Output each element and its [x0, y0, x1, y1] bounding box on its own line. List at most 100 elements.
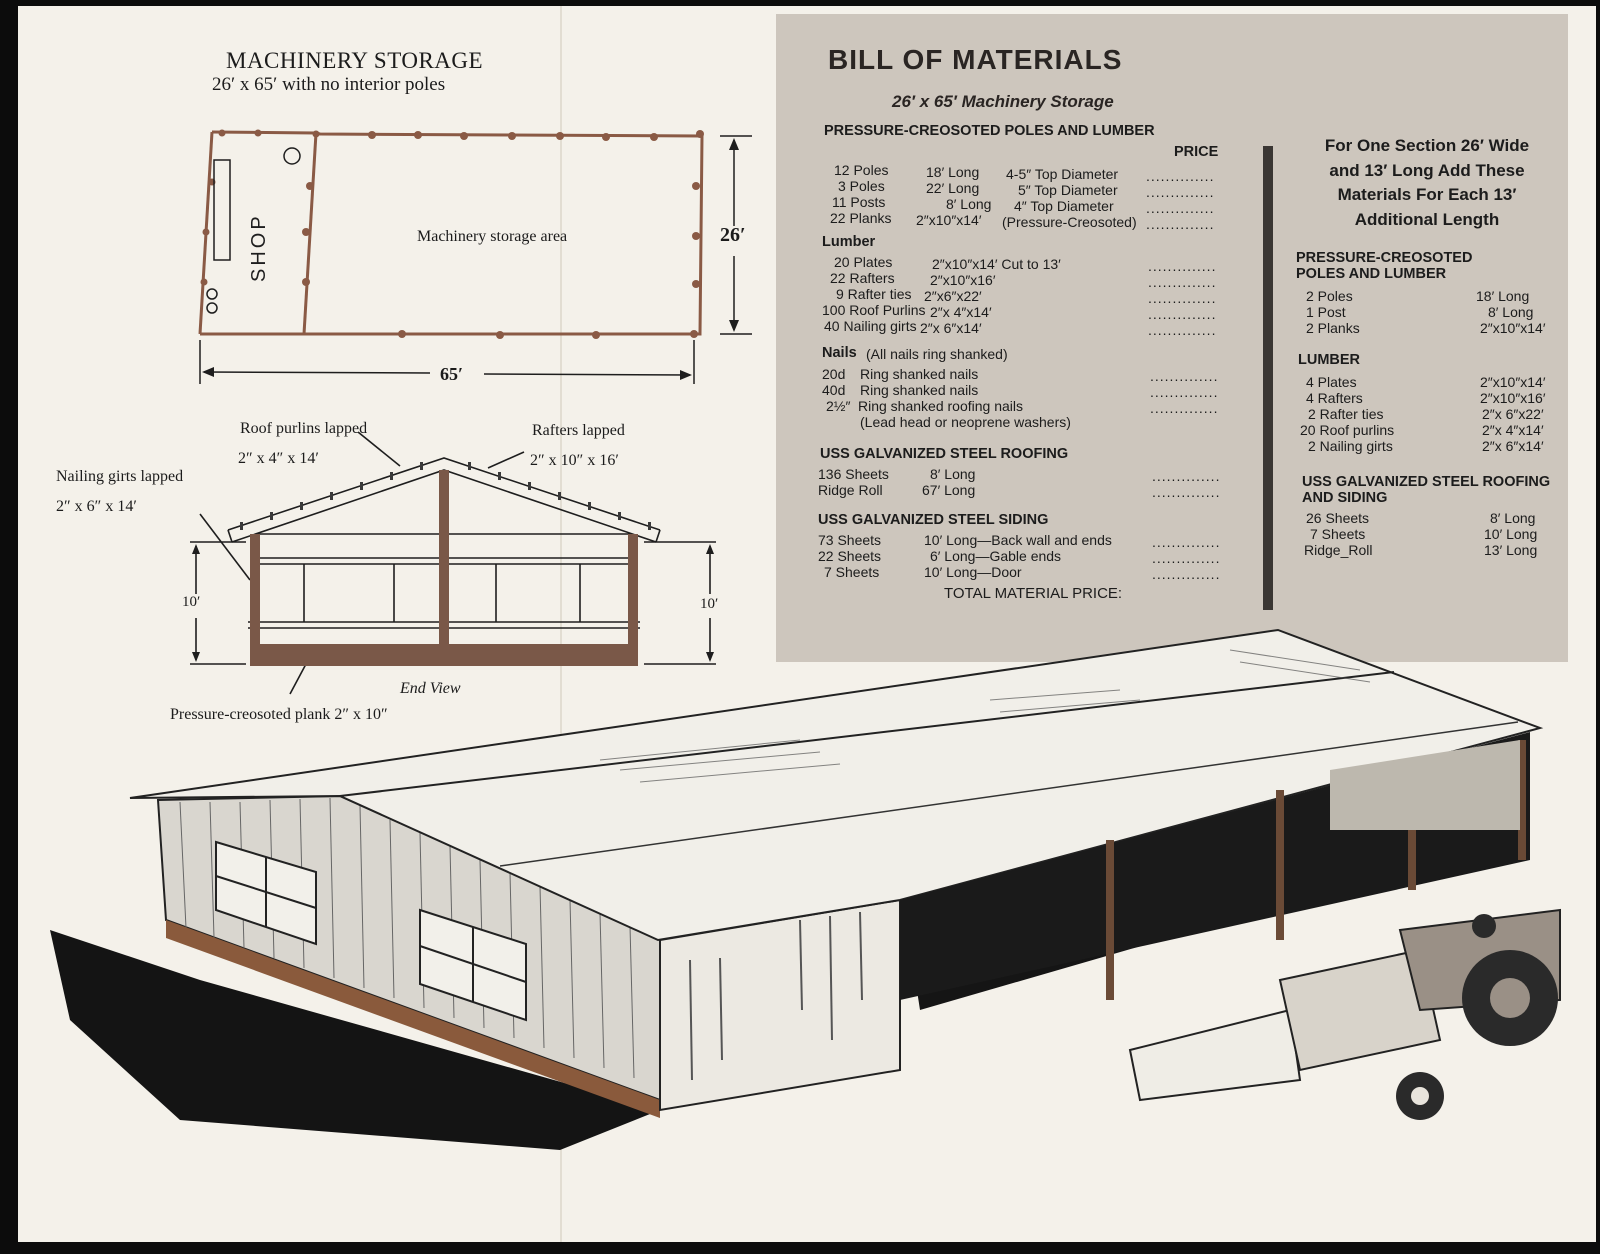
addon-size: 10′ Long	[1484, 526, 1538, 542]
size-cell: 2″x 4″x14′	[930, 304, 992, 320]
price-blank: ..............	[1146, 184, 1215, 200]
addon-size: 13′ Long	[1484, 542, 1538, 558]
total-price-label: TOTAL MATERIAL PRICE:	[944, 585, 1123, 602]
qty-cell: 40 Nailing girts	[824, 318, 917, 334]
addon-heading-line: For One Section 26′ Wide	[1324, 136, 1530, 155]
length-dimension: 65′	[440, 364, 464, 384]
size-cell: 2″x 6″x14′	[920, 320, 982, 336]
price-blank: ..............	[1146, 168, 1215, 184]
addon-qty: 26 Sheets	[1306, 510, 1370, 526]
price-blank: ..............	[1148, 322, 1217, 338]
rafters-size: 2″ x 10″ x 16′	[530, 452, 619, 469]
desc-cell: 5″ Top Diameter	[1018, 182, 1118, 198]
machinery-area-label: Machinery storage area	[417, 228, 568, 245]
qty-cell: 20d	[822, 366, 846, 382]
addon-qty: 4 Rafters	[1306, 390, 1363, 406]
qty-cell: 73 Sheets	[818, 532, 882, 548]
price-blank: ..............	[1150, 384, 1219, 400]
section-note: (All nails ring shanked)	[866, 346, 1008, 362]
size-cell: 8′ Long	[930, 466, 976, 482]
addon-section-heading: LUMBER	[1298, 352, 1361, 368]
price-blank: ..............	[1152, 534, 1221, 550]
price-header: PRICE	[1174, 144, 1219, 160]
addon-size: 2″x 6″x14′	[1482, 438, 1544, 454]
addon-heading-line: Additional Length	[1354, 209, 1500, 229]
plan-title: MACHINERY STORAGE	[226, 48, 484, 73]
addon-size: 18′ Long	[1476, 288, 1530, 304]
nailing-girts-size: 2″ x 6″ x 14′	[56, 498, 137, 515]
qty-cell: 22 Planks	[830, 210, 892, 226]
nailing-girts-label: Nailing girts lapped	[56, 468, 184, 485]
size-cell: 10′ Long—Door	[924, 564, 1022, 580]
desc-cell: 4″ Top Diameter	[1014, 198, 1114, 214]
qty-cell: 136 Sheets	[818, 466, 889, 482]
addon-qty: 20 Roof purlins	[1300, 422, 1395, 438]
size-cell: 67′ Long	[922, 482, 976, 498]
qty-cell: 11 Posts	[832, 194, 886, 210]
qty-cell: 100 Roof Purlins	[822, 302, 926, 318]
addon-section-heading: USS GALVANIZED STEEL ROOFING AND SIDING	[1302, 474, 1551, 506]
addon-section-heading: PRESSURE-CREOSOTED POLES AND LUMBER	[1296, 250, 1473, 282]
qty-cell: 22 Sheets	[818, 548, 882, 564]
size-cell: Ring shanked nails	[860, 366, 979, 382]
size-cell: 2″x6″x22′	[924, 288, 982, 304]
size-cell: 2″x10″x14′ Cut to 13′	[932, 256, 1061, 272]
size-cell: (Lead head or neoprene washers)	[860, 414, 1071, 430]
addon-size: 2″x10″x14′	[1480, 374, 1546, 390]
price-blank: ..............	[1152, 484, 1221, 500]
qty-cell: Ridge Roll	[818, 482, 883, 498]
size-cell: Ring shanked nails	[860, 382, 979, 398]
price-blank: ..............	[1150, 400, 1219, 416]
addon-qty: 2 Planks	[1306, 320, 1360, 336]
section-heading: Nails	[822, 345, 857, 361]
bom-subtitle: 26′ x 65′ Machinery Storage	[892, 92, 1114, 111]
size-cell: 10′ Long—Back wall and ends	[924, 532, 1112, 548]
qty-cell: 20 Plates	[834, 254, 893, 270]
qty-cell: 2½″	[826, 398, 851, 414]
size-cell: 22′ Long	[926, 180, 980, 196]
qty-cell: 3 Poles	[838, 178, 885, 194]
roof-purlins-size: 2″ x 4″ x 14′	[238, 450, 319, 467]
qty-cell: 40d	[822, 382, 846, 398]
desc-cell: (Pressure-Creosoted)	[1002, 214, 1137, 230]
column-divider	[1263, 146, 1273, 610]
price-blank: ..............	[1152, 550, 1221, 566]
qty-cell: 12 Poles	[834, 162, 889, 178]
size-cell: 18′ Long	[926, 164, 980, 180]
addon-size: 2″x 6″x22′	[1482, 406, 1544, 422]
size-cell: 2″x10″x16′	[930, 272, 996, 288]
plan-subtitle: 26′ x 65′ with no interior poles	[212, 74, 446, 95]
addon-qty: 7 Sheets	[1310, 526, 1366, 542]
addon-heading: For One Section 26′ Wide and 13′ Long Ad…	[1286, 134, 1568, 232]
qty-cell: 7 Sheets	[824, 564, 880, 580]
size-cell: 8′ Long	[946, 196, 992, 212]
addon-qty: 2 Poles	[1306, 288, 1353, 304]
qty-cell: 22 Rafters	[830, 270, 895, 286]
addon-qty: 2 Rafter ties	[1308, 406, 1384, 422]
section-heading: USS GALVANIZED STEEL ROOFING	[820, 446, 1069, 462]
plank-label: Pressure-creosoted plank 2″ x 10″	[170, 706, 388, 723]
size-cell: 2″x10″x14′	[916, 212, 982, 228]
price-blank: ..............	[1148, 274, 1217, 290]
roof-purlins-label: Roof purlins lapped	[240, 420, 368, 437]
end-view-caption: End View	[400, 680, 461, 697]
height-left: 10′	[182, 594, 201, 610]
price-blank: ..............	[1148, 290, 1217, 306]
addon-qty: 2 Nailing girts	[1308, 438, 1393, 454]
section-heading: Lumber	[822, 234, 876, 250]
rafters-label: Rafters lapped	[532, 422, 625, 439]
addon-size: 2″x10″x14′	[1480, 320, 1546, 336]
price-blank: ..............	[1146, 200, 1215, 216]
section-heading: PRESSURE-CREOSOTED POLES AND LUMBER	[824, 123, 1155, 139]
addon-size: 2″x 4″x14′	[1482, 422, 1544, 438]
page-fold	[560, 6, 562, 1242]
height-right: 10′	[700, 596, 719, 612]
addon-heading-line: and 13′ Long Add These	[1329, 160, 1525, 180]
addon-qty: 1 Post	[1306, 304, 1346, 320]
size-cell: Ring shanked roofing nails	[858, 398, 1023, 414]
size-cell: 6′ Long—Gable ends	[930, 548, 1062, 564]
section-heading: USS GALVANIZED STEEL SIDING	[818, 512, 1049, 528]
addon-heading-line: Materials For Each 13′	[1337, 185, 1517, 204]
price-blank: ..............	[1152, 566, 1221, 582]
